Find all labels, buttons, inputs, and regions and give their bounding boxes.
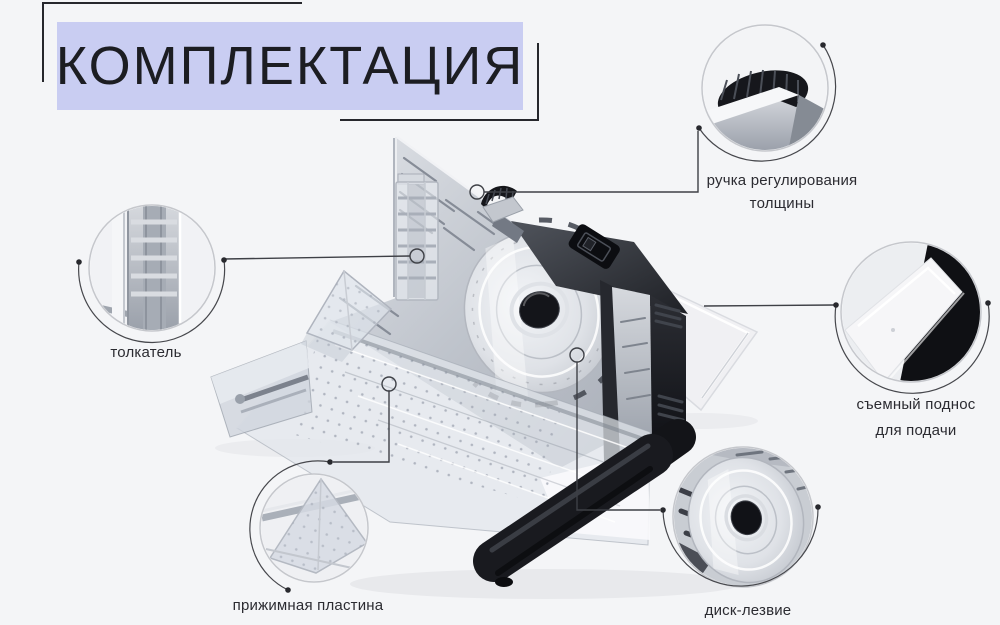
label-removable-tray-line2: для подачи — [875, 422, 957, 439]
motor-housing — [511, 221, 688, 462]
pusher — [395, 173, 439, 301]
leader-removable-tray — [703, 304, 835, 307]
title-frame-top-left — [42, 2, 302, 82]
label-thickness-knob-line1: ручка регулирования — [706, 172, 858, 189]
base-rail — [473, 419, 696, 587]
vent-slats — [654, 303, 685, 422]
label-pressure-plate: прижимная пластина — [232, 597, 384, 614]
leader-pusher — [223, 255, 411, 260]
leader-pressure-plate — [333, 391, 390, 463]
leader-thickness-knob — [484, 131, 699, 193]
callout-removable-tray — [833, 241, 991, 394]
label-removable-tray-line1: съемный поднос — [856, 396, 976, 413]
carriage-arm — [210, 340, 313, 438]
label-thickness-knob-line2: толщины — [749, 195, 815, 212]
title-frame-bottom-right — [340, 43, 539, 121]
thickness-knob-closeup — [703, 26, 827, 150]
page-title: КОМПЛЕКТАЦИЯ — [55, 36, 525, 96]
pressure-plate — [301, 269, 393, 362]
removable-tray-closeup — [842, 243, 980, 381]
label-disc-blade: диск-лезвие — [704, 602, 792, 619]
blade-hub — [519, 291, 560, 329]
callout-pressure-plate — [249, 459, 369, 593]
title-banner: КОМПЛЕКТАЦИЯ — [55, 22, 525, 110]
callout-thickness-knob — [696, 24, 837, 162]
power-switch[interactable] — [567, 222, 622, 270]
callout-pusher — [76, 204, 227, 344]
label-removable-tray: съемный поднос для подачи — [857, 392, 976, 444]
label-thickness-knob: ручка регулирования толщины — [707, 169, 858, 215]
label-pusher: толкатель — [110, 344, 182, 361]
pusher-rungs — [398, 196, 436, 280]
leader-lines — [223, 131, 835, 511]
pressure-plate-closeup — [261, 475, 367, 581]
leader-disc-blade — [576, 362, 660, 511]
marker-pusher — [409, 248, 425, 264]
